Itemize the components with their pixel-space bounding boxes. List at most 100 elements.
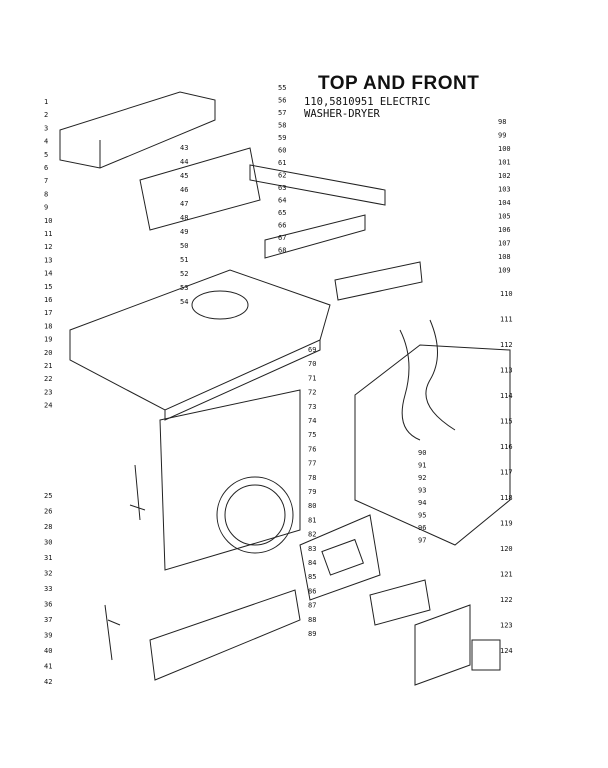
part-number-71: 71 (308, 374, 316, 382)
part-number-67: 67 (278, 234, 286, 242)
part-number-54: 54 (180, 298, 188, 306)
part-number-51: 51 (180, 256, 188, 264)
part-number-1: 1 (44, 98, 48, 106)
part-number-119: 119 (500, 520, 513, 528)
part-number-111: 111 (500, 316, 513, 324)
toe-panel (149, 589, 301, 681)
page-title: TOP AND FRONT (318, 73, 480, 94)
part-number-86: 86 (308, 587, 316, 595)
part-number-89: 89 (308, 630, 316, 638)
part-number-8: 8 (44, 190, 48, 198)
part-number-87: 87 (308, 602, 316, 610)
part-number-41: 41 (44, 663, 52, 671)
part-number-70: 70 (308, 360, 316, 368)
part-number-94: 94 (418, 499, 426, 507)
part-number-88: 88 (308, 616, 316, 624)
part-number-39: 39 (44, 632, 52, 640)
wiring-harness (399, 329, 421, 441)
part-number-91: 91 (418, 462, 426, 470)
part-number-100: 100 (498, 145, 511, 153)
console-strip (249, 164, 386, 206)
part-number-102: 102 (498, 172, 511, 180)
part-number-10: 10 (44, 217, 52, 225)
part-number-59: 59 (278, 134, 286, 142)
part-number-77: 77 (308, 460, 316, 468)
part-number-37: 37 (44, 616, 52, 624)
part-number-109: 109 (498, 267, 511, 275)
part-number-52: 52 (180, 270, 188, 278)
part-number-22: 22 (44, 375, 52, 383)
part-number-58: 58 (278, 122, 286, 130)
part-number-108: 108 (498, 253, 511, 261)
part-number-19: 19 (44, 336, 52, 344)
part-number-5: 5 (44, 151, 48, 159)
part-number-80: 80 (308, 502, 316, 510)
part-number-9: 9 (44, 204, 48, 212)
part-number-21: 21 (44, 362, 52, 370)
part-number-47: 47 (180, 200, 188, 208)
part-number-40: 40 (44, 647, 52, 655)
part-number-124: 124 (500, 647, 513, 655)
part-number-105: 105 (498, 213, 511, 221)
part-number-14: 14 (44, 270, 52, 278)
part-number-53: 53 (180, 284, 188, 292)
part-number-26: 26 (44, 508, 52, 516)
part-number-60: 60 (278, 147, 286, 155)
part-number-72: 72 (308, 389, 316, 397)
part-number-48: 48 (180, 214, 188, 222)
part-number-3: 3 (44, 124, 48, 132)
part-number-113: 113 (500, 367, 513, 375)
part-number-65: 65 (278, 209, 286, 217)
part-number-18: 18 (44, 322, 52, 330)
rear-hood (59, 91, 216, 169)
cabinet-side (354, 344, 511, 546)
part-number-96: 96 (418, 524, 426, 532)
part-number-43: 43 (180, 144, 188, 152)
part-number-114: 114 (500, 392, 513, 400)
part-number-103: 103 (498, 186, 511, 194)
control-panel-bracket (139, 147, 261, 231)
part-number-6: 6 (44, 164, 48, 172)
part-number-42: 42 (44, 678, 52, 686)
part-number-11: 11 (44, 230, 52, 238)
part-number-95: 95 (418, 512, 426, 520)
part-number-55: 55 (278, 84, 286, 92)
part-number-36: 36 (44, 601, 52, 609)
part-number-25: 25 (44, 492, 52, 500)
part-number-123: 123 (500, 622, 513, 630)
part-number-13: 13 (44, 256, 52, 264)
part-number-49: 49 (180, 228, 188, 236)
part-number-68: 68 (278, 247, 286, 255)
part-number-92: 92 (418, 474, 426, 482)
part-number-69: 69 (308, 346, 316, 354)
part-number-7: 7 (44, 177, 48, 185)
part-number-28: 28 (44, 523, 52, 531)
part-number-24: 24 (44, 402, 52, 410)
door-glass (369, 579, 431, 626)
part-number-120: 120 (500, 545, 513, 553)
dial-panel (264, 214, 366, 259)
part-number-98: 98 (498, 118, 506, 126)
hinge-assembly (104, 604, 121, 661)
top-cover (69, 269, 331, 411)
part-number-76: 76 (308, 445, 316, 453)
access-panel (414, 604, 471, 686)
part-number-81: 81 (308, 516, 316, 524)
part-number-82: 82 (308, 531, 316, 539)
door-outer (299, 514, 381, 601)
part-number-56: 56 (278, 97, 286, 105)
part-number-20: 20 (44, 349, 52, 357)
part-number-17: 17 (44, 309, 52, 317)
part-number-61: 61 (278, 159, 286, 167)
part-number-44: 44 (180, 158, 188, 166)
part-number-117: 117 (500, 469, 513, 477)
bracket (471, 639, 501, 671)
part-number-33: 33 (44, 585, 52, 593)
part-number-75: 75 (308, 431, 316, 439)
part-number-90: 90 (418, 449, 426, 457)
door-ring (216, 476, 294, 554)
part-number-93: 93 (418, 487, 426, 495)
part-number-50: 50 (180, 242, 188, 250)
